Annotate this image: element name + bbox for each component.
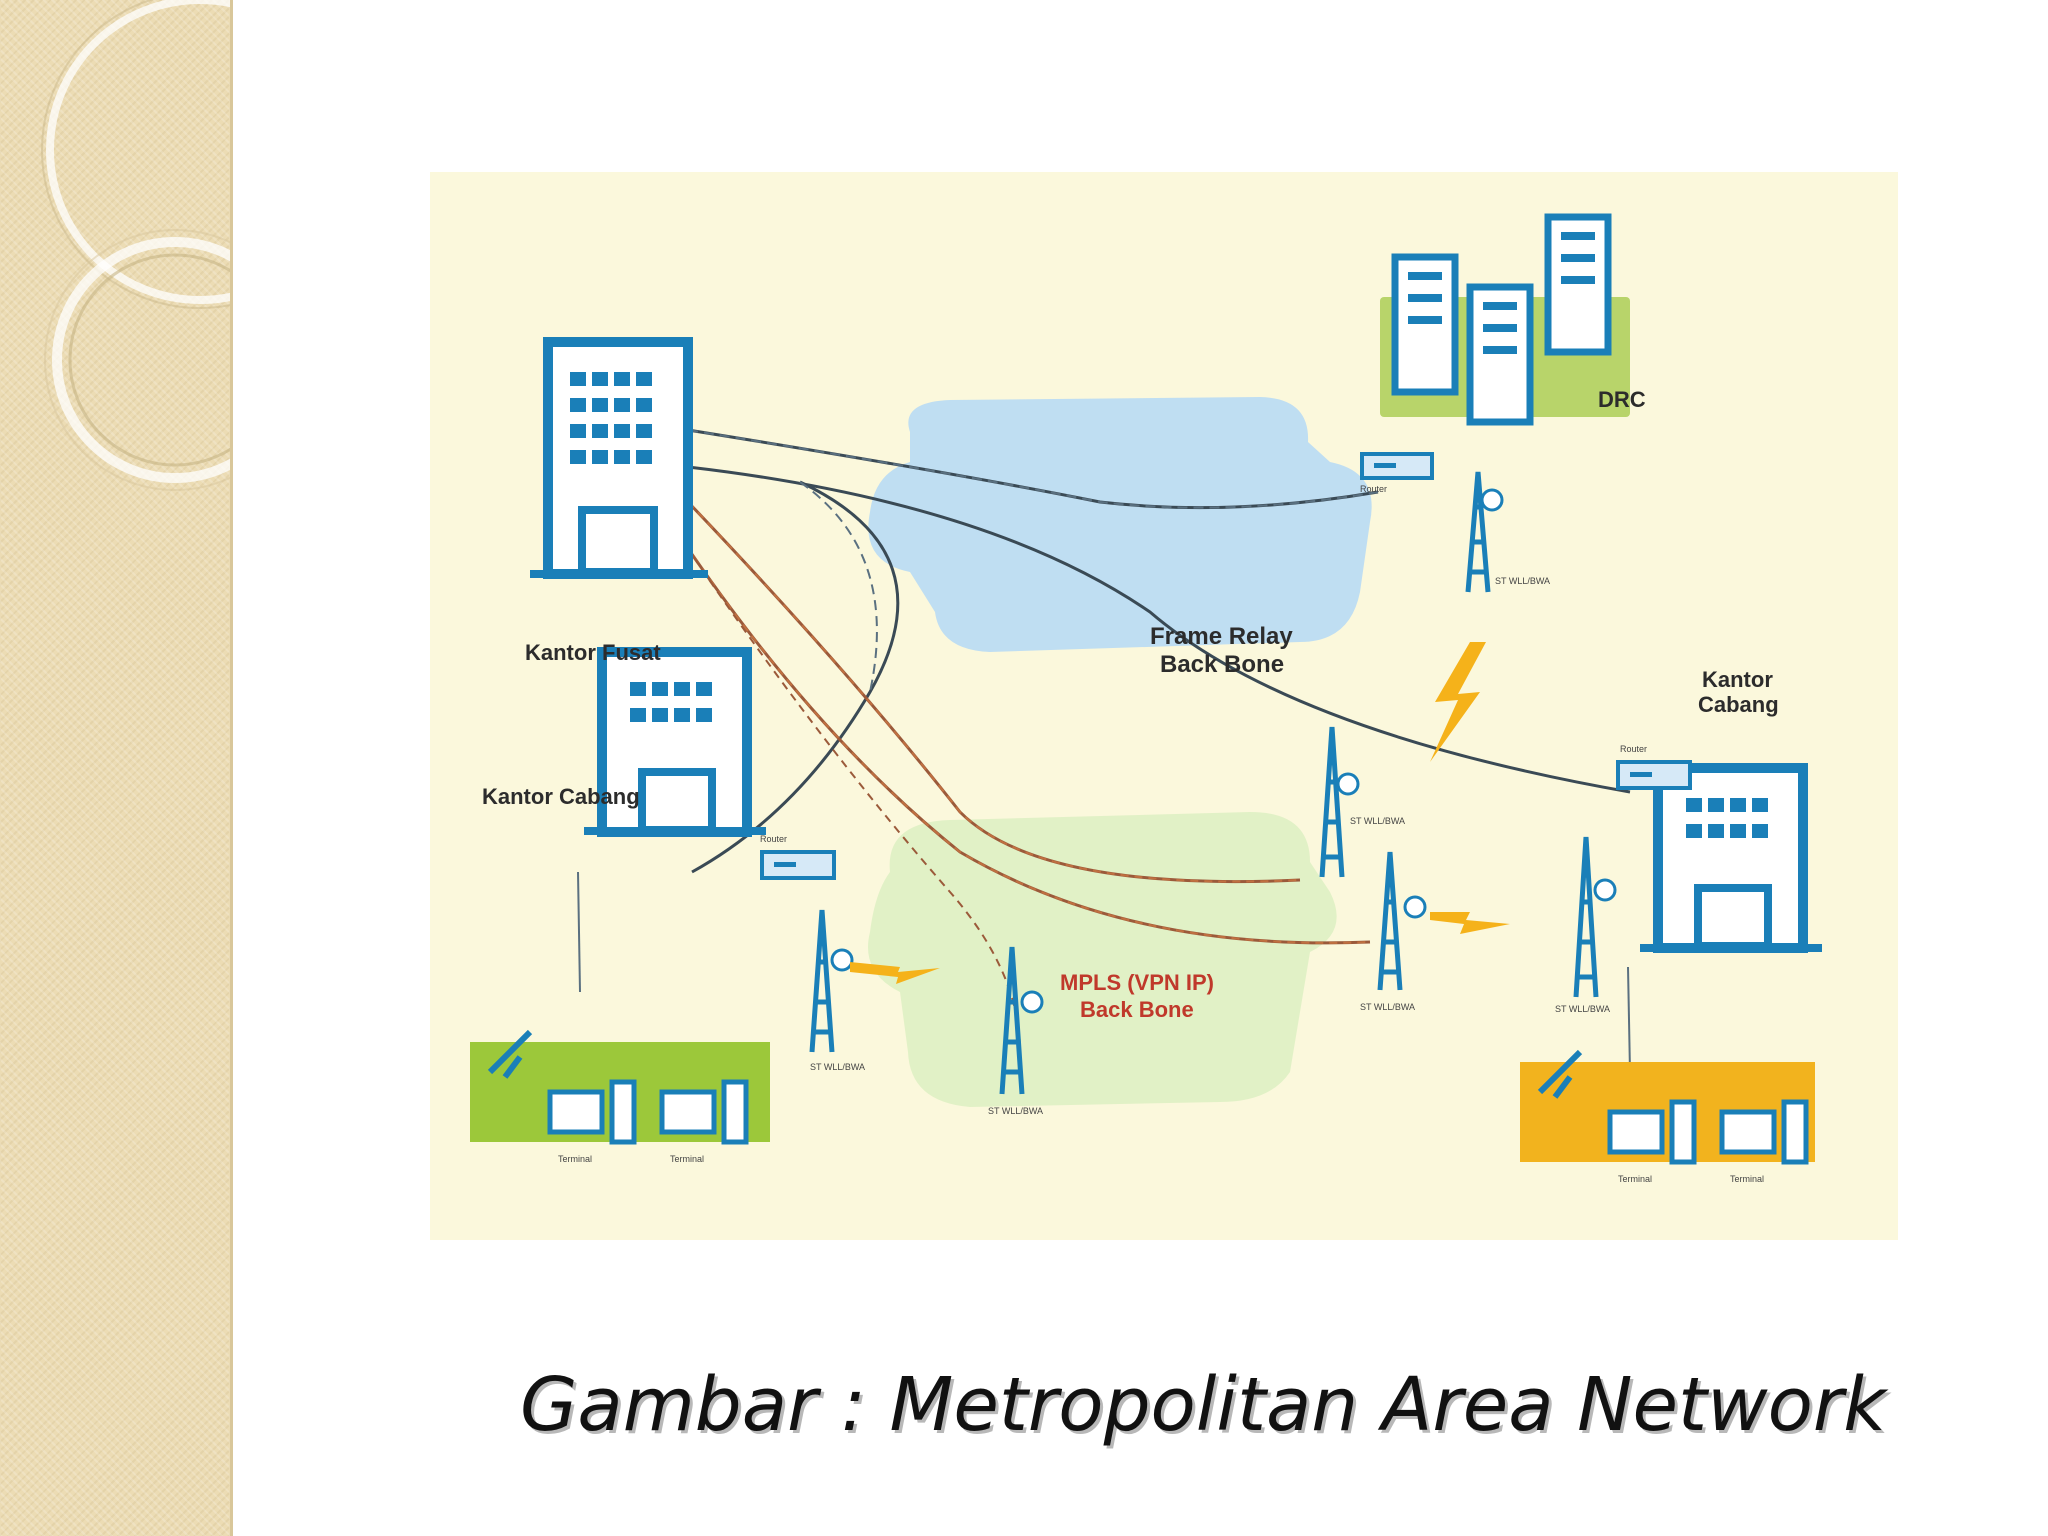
tower-right	[1573, 836, 1617, 998]
router-kantor-cabang-right	[1616, 760, 1692, 790]
tower-center	[1319, 726, 1360, 878]
terminal-pad-right	[1520, 1049, 1815, 1165]
kantor-cabang-right-building	[1640, 763, 1822, 953]
mpls-cloud	[868, 812, 1337, 1107]
label-mpls-2: Back Bone	[1080, 997, 1194, 1022]
label-kantor-fusat: Kantor Fusat	[525, 640, 661, 665]
tower-drc	[1465, 471, 1504, 593]
router-drc	[1360, 452, 1434, 480]
label-kantor-cabang-left: Kantor Cabang	[482, 784, 640, 809]
terminal-pad-left	[470, 1029, 770, 1145]
label-terminal: Terminal	[670, 1154, 704, 1164]
drc-server-slots	[1408, 232, 1595, 354]
lightning-icon	[850, 962, 940, 984]
satellite-dish-icon	[1537, 1049, 1583, 1099]
label-kantor-cabang-right-1: Kantor	[1702, 667, 1773, 692]
router-kantor-cabang-left	[760, 850, 836, 880]
label-terminal: Terminal	[1618, 1174, 1652, 1184]
label-frame-relay-2: Back Bone	[1160, 651, 1284, 678]
lightning-icon	[1430, 912, 1510, 934]
lightning-icon	[1430, 642, 1486, 762]
label-kantor-cabang-right-2: Cabang	[1698, 692, 1779, 717]
wireless-links	[850, 642, 1510, 984]
label-router: Router	[1360, 484, 1387, 494]
label-tower: ST WLL/BWA	[810, 1062, 865, 1072]
man-diagram: Kantor Fusat Kantor Cabang Kantor Cabang…	[430, 172, 1898, 1240]
label-router: Router	[1620, 744, 1647, 754]
label-tower: ST WLL/BWA	[1555, 1004, 1610, 1014]
satellite-dish-icon	[487, 1029, 533, 1079]
label-tower: ST WLL/BWA	[988, 1106, 1043, 1116]
tower-left	[809, 909, 854, 1053]
tower-center-low	[1377, 851, 1427, 991]
frame-relay-cloud	[868, 397, 1372, 652]
label-router: Router	[760, 834, 787, 844]
kantor-fusat-building	[530, 337, 708, 579]
decorative-rings	[41, 0, 230, 491]
kantor-cabang-left-building	[584, 647, 766, 837]
label-tower: ST WLL/BWA	[1350, 816, 1405, 826]
label-frame-relay-1: Frame Relay	[1150, 623, 1293, 650]
figure-caption: Gambar : Metropolitan Area Network	[520, 1362, 1887, 1448]
label-terminal: Terminal	[558, 1154, 592, 1164]
label-mpls-1: MPLS (VPN IP)	[1060, 970, 1214, 995]
label-tower: ST WLL/BWA	[1360, 1002, 1415, 1012]
decorative-sidebar	[0, 0, 233, 1536]
tower-mpls	[999, 946, 1044, 1095]
label-terminal: Terminal	[1730, 1174, 1764, 1184]
label-tower: ST WLL/BWA	[1495, 576, 1550, 586]
label-drc: DRC	[1598, 387, 1646, 412]
